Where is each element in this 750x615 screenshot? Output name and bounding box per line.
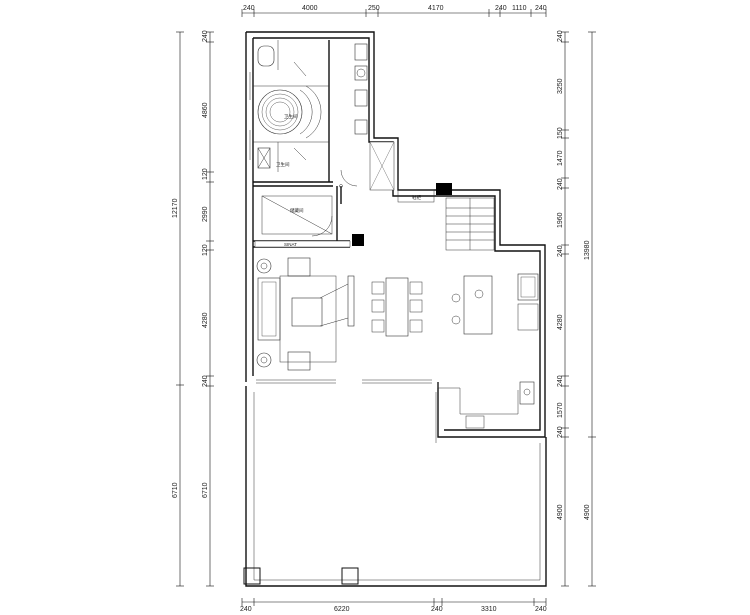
armchair-2 — [287, 351, 311, 371]
dining-chair-2 — [371, 299, 385, 313]
cabinet-small — [465, 415, 485, 429]
terrace-column-1 — [243, 567, 261, 585]
left-dim-3: 120 — [202, 168, 209, 180]
left-dim-6: 4280 — [202, 312, 209, 328]
bottom-dim-4: 3310 — [481, 606, 497, 613]
dining-chair-1 — [371, 281, 385, 295]
toilet-icon — [257, 45, 275, 67]
top-dim-3: 250 — [368, 5, 380, 12]
living-room — [256, 257, 355, 371]
cabinet-label: 鞋柜 — [412, 194, 421, 201]
right-dim-4: 1470 — [557, 150, 564, 166]
left-dim-8: 6710 — [202, 482, 209, 498]
left-dim-2: 4860 — [202, 102, 209, 118]
washing-machine-icon — [354, 65, 368, 81]
windows — [249, 72, 432, 384]
right-outer-dim: 13980 — [584, 240, 591, 260]
right-dim-12: 4900 — [557, 504, 564, 520]
sofa — [257, 277, 281, 341]
closet-area: 储藏间 SINAT 鞋柜 — [261, 169, 435, 247]
left-outer-dim: 12170 — [172, 198, 179, 218]
fridge — [517, 273, 539, 301]
terrace-columns — [243, 567, 359, 585]
right-dim-10: 1570 — [557, 402, 564, 418]
left-dim-5: 120 — [202, 244, 209, 256]
right-dim-8: 4280 — [557, 314, 564, 330]
dining-table — [385, 277, 409, 337]
armchair-1 — [287, 257, 311, 277]
terrace-column-2 — [341, 567, 359, 585]
right-dim-2: 3250 — [557, 78, 564, 94]
structural-column-2 — [436, 183, 452, 195]
left-dimension-lines: 12170 6710 240 4860 120 2990 120 4280 24… — [172, 30, 214, 587]
tv-console — [347, 275, 355, 327]
bathroom-fixtures: 卫生间 卫生间 — [257, 43, 368, 169]
structural-column-1 — [352, 234, 364, 246]
kitchen-island — [463, 275, 493, 335]
closet-label: 储藏间 — [290, 207, 304, 214]
dining-chair-4 — [409, 281, 423, 295]
lamp-icon-2 — [256, 352, 272, 368]
living-rug — [279, 275, 337, 363]
bottom-dim-3: 240 — [431, 606, 443, 613]
left-dim-4: 2990 — [202, 206, 209, 222]
kitchen-counter — [517, 303, 539, 331]
dining-chair-3 — [371, 319, 385, 333]
bottom-dim-5: 240 — [535, 606, 547, 613]
top-dim-4: 4170 — [428, 5, 444, 12]
bottom-dim-2: 6220 — [334, 606, 350, 613]
right-dim-6: 1960 — [557, 212, 564, 228]
right-dim-3: 150 — [557, 127, 564, 139]
top-dimension-line: 240 4000 250 4170 240 1110 240 — [241, 5, 547, 17]
right-dim-7: 240 — [557, 245, 564, 257]
right-dim-9: 240 — [557, 375, 564, 387]
bottom-dimension-line: 240 6220 240 3310 240 — [240, 598, 547, 613]
sink-icon-3 — [354, 119, 368, 135]
dining-chair-5 — [409, 299, 423, 313]
top-dim-1: 240 — [243, 5, 255, 12]
right-dim-1: 240 — [557, 30, 564, 42]
tv-wall-label: SINAT — [284, 242, 297, 247]
coffee-table — [291, 297, 323, 327]
shoe-cabinet — [397, 189, 435, 203]
interior-walls — [253, 40, 452, 248]
left-dim-1: 240 — [202, 30, 209, 42]
bath-b-label: 卫生间 — [276, 161, 290, 168]
bathtub-icon — [257, 89, 303, 135]
top-dim-6: 1110 — [512, 5, 527, 12]
staircase — [445, 197, 495, 251]
top-dim-2: 4000 — [302, 5, 318, 12]
right-dim-5: 240 — [557, 178, 564, 190]
lamp-icon-1 — [256, 258, 272, 274]
dining-chair-6 — [409, 319, 423, 333]
shower-icon — [257, 147, 271, 169]
bottom-dim-1: 240 — [240, 606, 252, 613]
top-dim-5: 240 — [495, 5, 507, 12]
bath-a-label: 卫生间 — [284, 113, 298, 120]
bar-stool-1 — [451, 293, 461, 303]
kitchen-sink-icon — [519, 381, 535, 405]
right-dimension-lines: 240 3250 150 1470 240 1960 240 4280 240 … — [557, 30, 596, 587]
right-outer-dim-bottom: 4900 — [584, 504, 591, 520]
top-dim-7: 240 — [535, 5, 547, 12]
left-dim-7: 240 — [202, 375, 209, 387]
right-dim-11: 240 — [557, 426, 564, 438]
kitchen-area — [437, 273, 539, 429]
sink-icon-2 — [354, 89, 368, 107]
left-outer-dim-bottom: 6710 — [172, 482, 179, 498]
hatched-wall-1 — [254, 240, 351, 248]
hob-icon — [474, 289, 484, 299]
exterior-walls — [245, 31, 547, 587]
dining-area — [371, 277, 423, 337]
bar-stool-2 — [451, 315, 461, 325]
sink-icon-1 — [354, 43, 368, 61]
